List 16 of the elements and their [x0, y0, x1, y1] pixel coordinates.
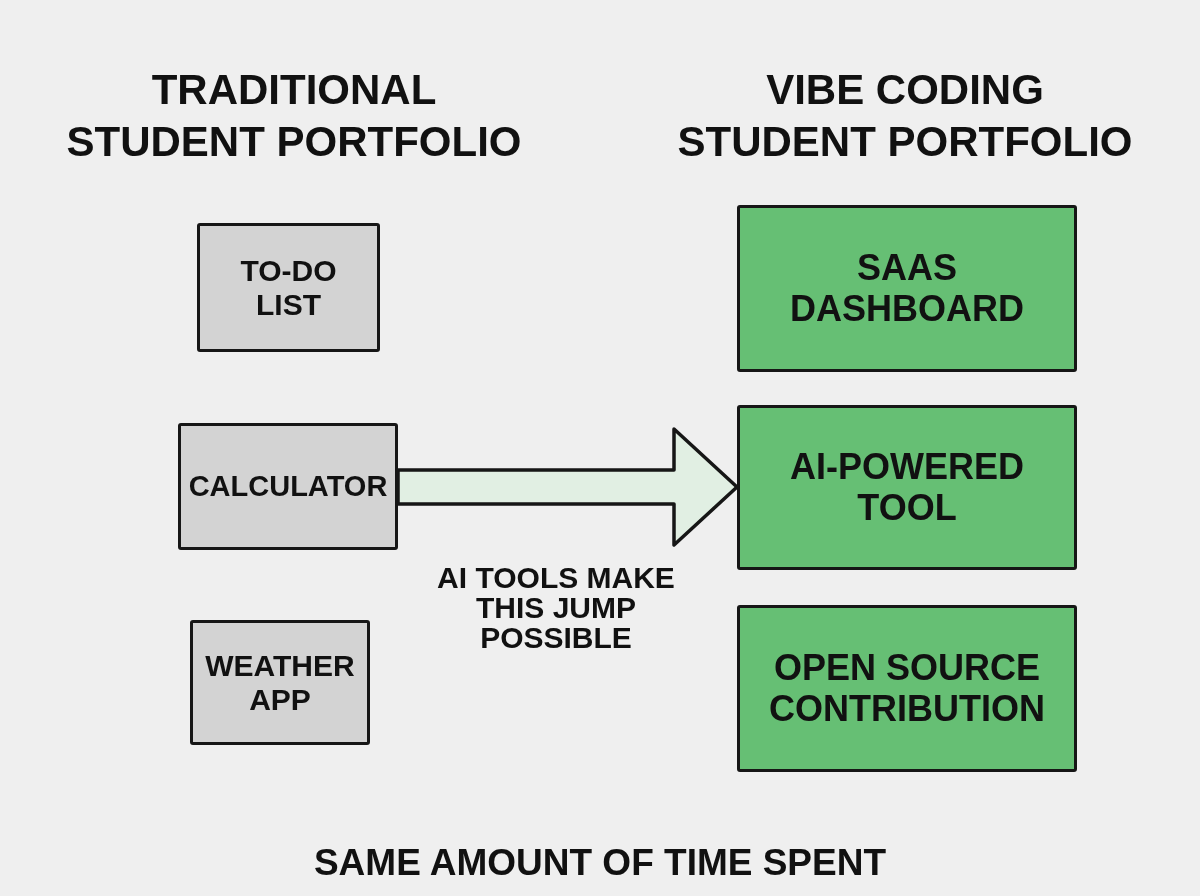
box-label: WEATHER APP: [204, 648, 356, 717]
box-label: TO-DO LIST: [239, 253, 338, 322]
project-box: [197, 223, 380, 352]
box-label: SAAS DASHBOARD: [789, 248, 1025, 329]
box-label: AI-POWERED TOOL: [789, 447, 1025, 528]
project-box: [737, 405, 1077, 570]
footer-note: SAME AMOUNT OF TIME SPENT: [312, 841, 888, 885]
block-arrow: [396, 427, 739, 547]
project-box: [737, 205, 1077, 372]
box-label: OPEN SOURCE CONTRIBUTION: [768, 648, 1046, 729]
project-box: [178, 423, 398, 550]
project-box: [190, 620, 370, 745]
column-heading: TRADITIONAL STUDENT PORTFOLIO: [65, 65, 523, 168]
box-label: CALCULATOR: [187, 470, 389, 503]
column-heading: VIBE CODING STUDENT PORTFOLIO: [676, 65, 1134, 168]
project-box: [737, 605, 1077, 772]
